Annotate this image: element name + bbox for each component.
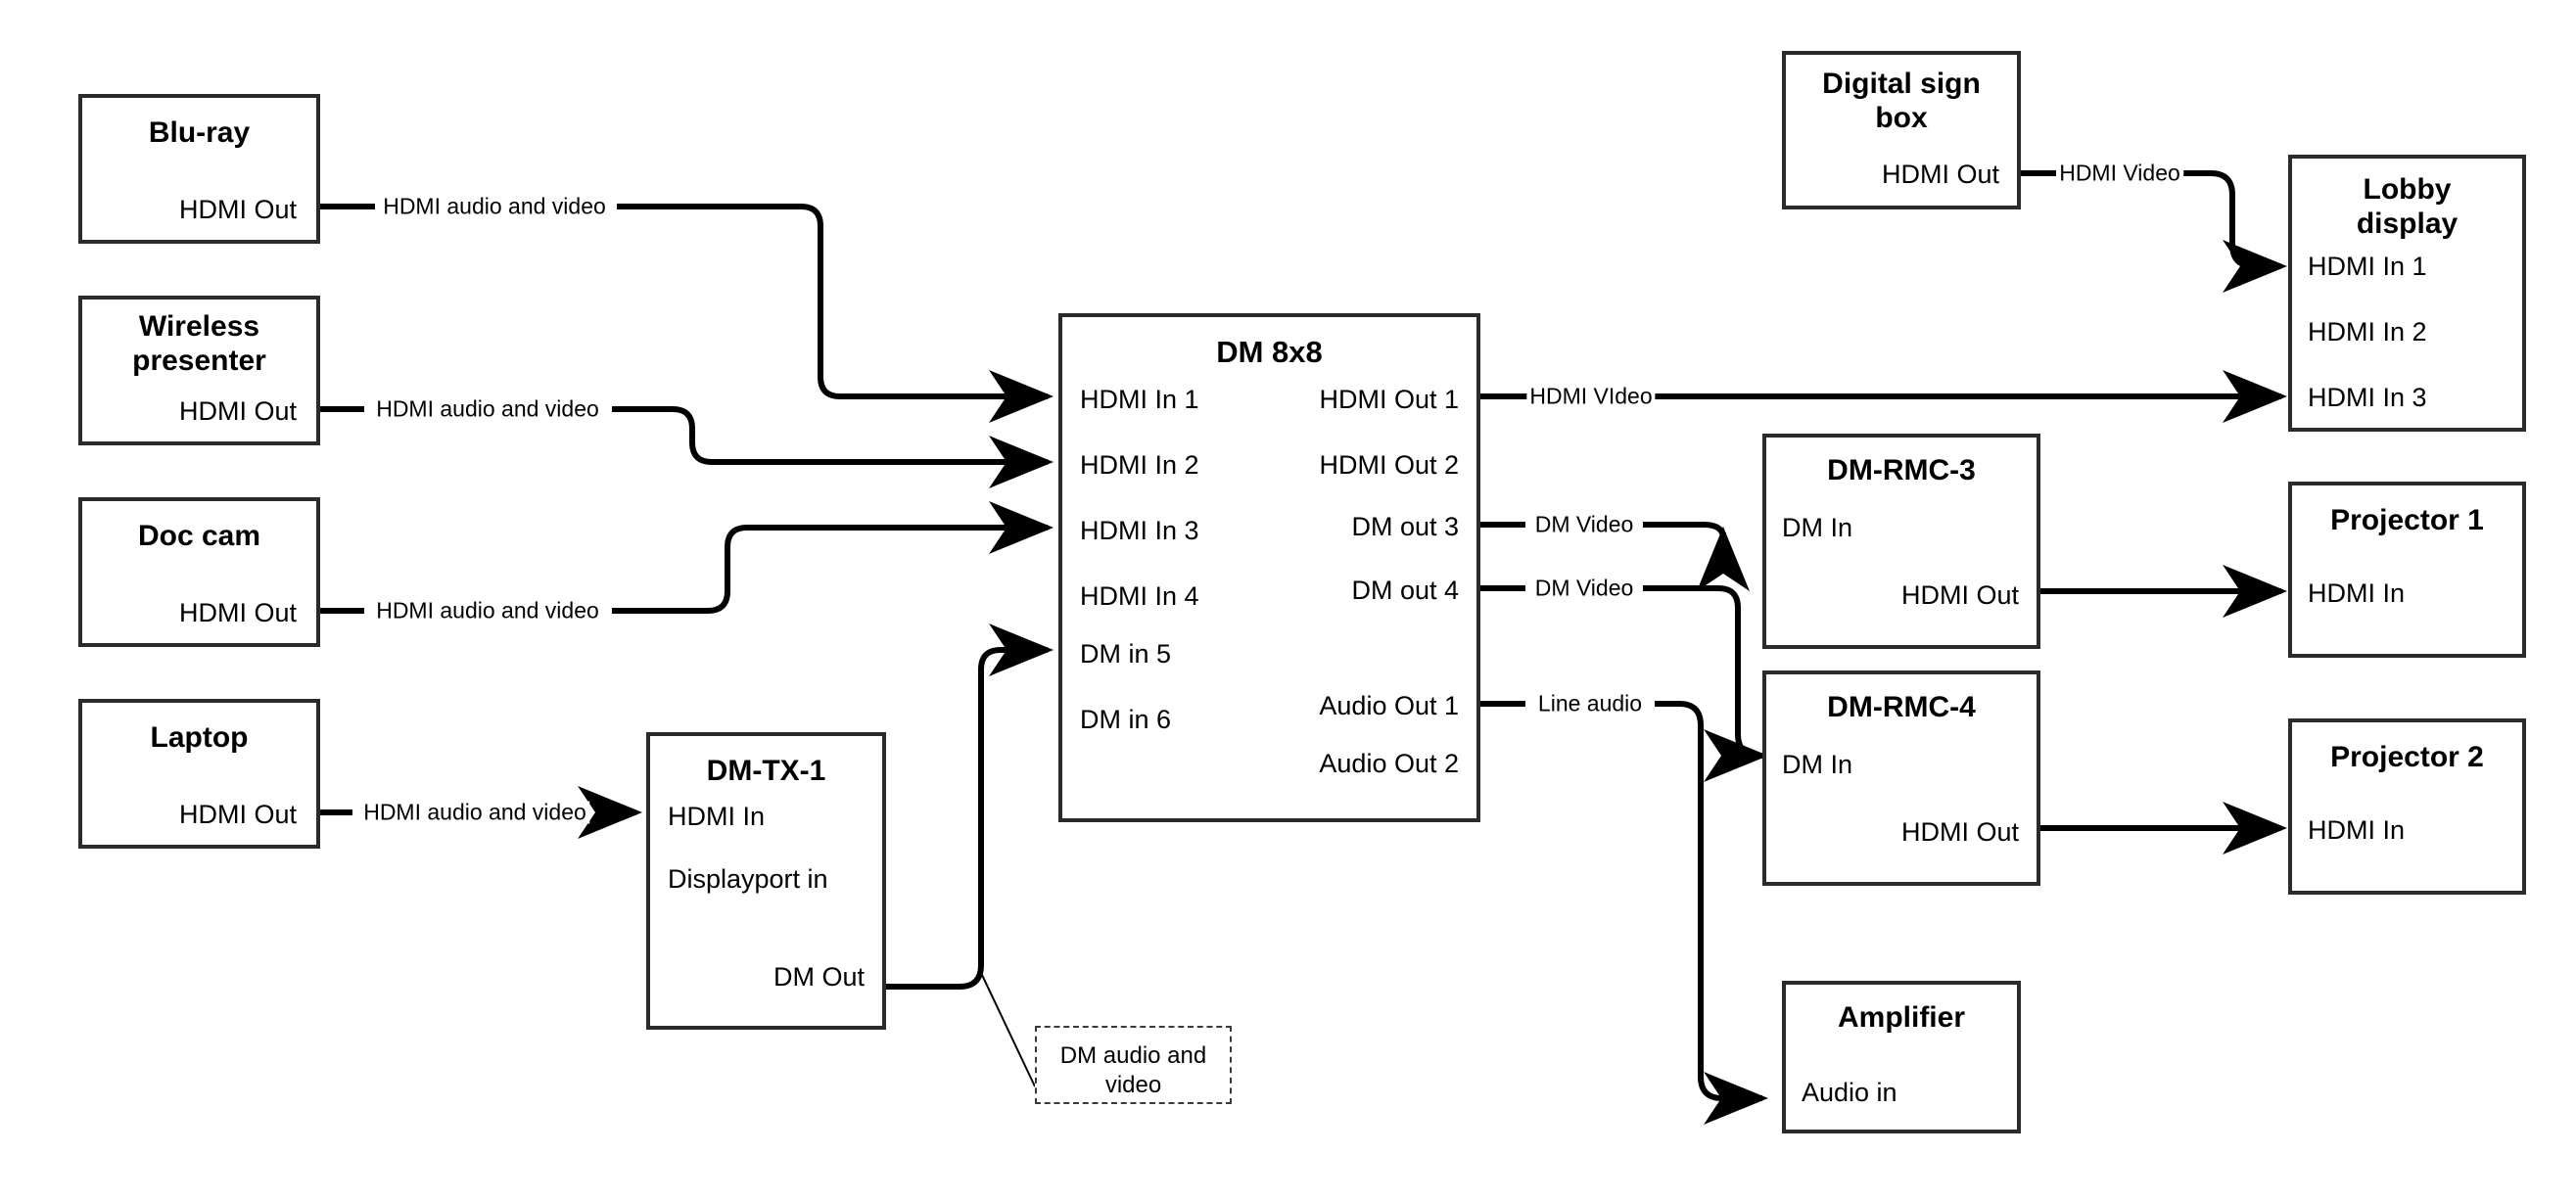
wire-label-wireless: HDMI audio and video (373, 397, 602, 421)
node-dm-8x8-output-hdmi-out-1: HDMI Out 1 (1319, 385, 1459, 414)
node-projector-2-title: Projector 2 (2330, 741, 2484, 773)
node-dm-8x8-input-hdmi-in-4: HDMI In 4 (1080, 581, 1199, 611)
wire-label-laptop: HDMI audio and video (360, 801, 589, 824)
node-dm-rmc-4-title: DM-RMC-4 (1827, 691, 1976, 723)
node-dm-tx-1-title: DM-TX-1 (706, 755, 826, 787)
node-dm-8x8-input-dm-in-6: DM in 6 (1080, 705, 1172, 734)
node-dm-8x8-output-dm-out-3: DM out 3 (1351, 512, 1459, 541)
node-wireless-presenter-title: Wireless presenter (132, 310, 266, 378)
node-bluray[interactable]: Blu-ray HDMI Out (78, 94, 320, 244)
node-dm-8x8-input-hdmi-in-3: HDMI In 3 (1080, 516, 1199, 545)
wire-label-bluray: HDMI audio and video (380, 195, 609, 218)
node-dm-8x8[interactable]: DM 8x8 HDMI In 1 HDMI In 2 HDMI In 3 HDM… (1058, 313, 1480, 822)
node-wireless-presenter[interactable]: Wireless presenter HDMI Out (78, 296, 320, 445)
wire-dmtx1-to-dm-in-5 (886, 624, 1054, 990)
node-laptop[interactable]: Laptop HDMI Out (78, 699, 320, 849)
node-doc-cam-port-hdmi-out: HDMI Out (178, 598, 297, 627)
node-projector-2[interactable]: Projector 2 HDMI In (2288, 718, 2526, 895)
node-dm-tx-1-port-displayport-in: Displayport in (668, 864, 828, 894)
node-dm-tx-1-port-dm-out: DM Out (773, 962, 865, 992)
node-dm-8x8-input-dm-in-5: DM in 5 (1080, 639, 1172, 669)
node-dm-rmc-3-port-hdmi-out: HDMI Out (1900, 580, 2019, 610)
node-dm-tx-1-port-hdmi-in: HDMI In (668, 802, 766, 831)
node-dm-8x8-output-hdmi-out-2: HDMI Out 2 (1319, 450, 1459, 480)
node-lobby-display-input-hdmi-in-3: HDMI In 3 (2308, 383, 2427, 412)
node-doc-cam[interactable]: Doc cam HDMI Out (78, 497, 320, 647)
node-doc-cam-title: Doc cam (137, 520, 261, 552)
wire-note-leader (981, 974, 1036, 1087)
node-amplifier[interactable]: Amplifier Audio in (1782, 981, 2021, 1133)
node-lobby-display[interactable]: Lobby display HDMI In 1 HDMI In 2 HDMI I… (2288, 155, 2526, 432)
node-projector-2-port-hdmi-in: HDMI In (2308, 815, 2406, 845)
node-dm-rmc-3-port-dm-in: DM In (1782, 513, 1853, 542)
note-dm-audio-and-video-text: DM audio and video (1059, 1042, 1207, 1098)
node-laptop-port-hdmi-out: HDMI Out (178, 800, 297, 829)
node-digital-sign-box[interactable]: Digital sign box HDMI Out (1782, 51, 2021, 209)
node-lobby-display-title: Lobby display (2356, 173, 2459, 241)
wire-label-signbox: HDMI Video (2056, 162, 2183, 185)
node-wireless-presenter-port-hdmi-out: HDMI Out (178, 396, 297, 426)
wire-label-audio-out-1: Line audio (1534, 692, 1646, 716)
node-dm-rmc-4-port-hdmi-out: HDMI Out (1900, 817, 2019, 847)
wire-audio-out-1-to-amplifier (1480, 701, 1762, 1098)
node-dm-tx-1[interactable]: DM-TX-1 HDMI In Displayport in DM Out (646, 732, 886, 1030)
node-digital-sign-box-port-hdmi-out: HDMI Out (1881, 160, 1999, 189)
node-digital-sign-box-title: Digital sign box (1822, 68, 1981, 135)
node-dm-8x8-title: DM 8x8 (1216, 335, 1323, 369)
node-dm-8x8-output-audio-out-1: Audio Out 1 (1319, 691, 1459, 720)
node-dm-rmc-3[interactable]: DM-RMC-3 DM In HDMI Out (1762, 434, 2040, 649)
node-bluray-title: Blu-ray (148, 116, 251, 149)
note-dm-audio-and-video: DM audio and video (1035, 1026, 1232, 1104)
node-projector-1-port-hdmi-in: HDMI In (2308, 578, 2406, 608)
wire-bluray-to-hdmi-in-1 (320, 204, 1048, 396)
node-bluray-port-hdmi-out: HDMI Out (178, 195, 297, 224)
wire-signbox-to-lobby-hdmi-in-1 (2021, 170, 2281, 266)
node-amplifier-title: Amplifier (1837, 1001, 1966, 1034)
wire-dm-out-4-to-rmc4 (1480, 585, 1762, 756)
wire-label-hdmi-out-1: HDMI VIdeo (1526, 385, 1656, 408)
node-dm-rmc-4[interactable]: DM-RMC-4 DM In HDMI Out (1762, 670, 2040, 886)
wire-label-doccam: HDMI audio and video (373, 599, 602, 623)
node-lobby-display-input-hdmi-in-2: HDMI In 2 (2308, 317, 2427, 346)
node-projector-1-title: Projector 1 (2330, 504, 2484, 536)
node-laptop-title: Laptop (150, 721, 249, 754)
wire-label-dm-out-3: DM Video (1531, 513, 1637, 536)
node-dm-8x8-input-hdmi-in-2: HDMI In 2 (1080, 450, 1199, 480)
node-lobby-display-input-hdmi-in-1: HDMI In 1 (2308, 252, 2427, 281)
wire-label-dm-out-4: DM Video (1531, 577, 1637, 600)
node-dm-8x8-input-hdmi-in-1: HDMI In 1 (1080, 385, 1199, 414)
node-dm-8x8-output-dm-out-4: DM out 4 (1351, 576, 1459, 605)
node-projector-1[interactable]: Projector 1 HDMI In (2288, 482, 2526, 658)
node-amplifier-port-audio-in: Audio in (1802, 1078, 1897, 1107)
node-dm-rmc-3-title: DM-RMC-3 (1827, 454, 1976, 486)
node-dm-rmc-4-port-dm-in: DM In (1782, 750, 1853, 779)
node-dm-8x8-output-audio-out-2: Audio Out 2 (1319, 749, 1459, 778)
